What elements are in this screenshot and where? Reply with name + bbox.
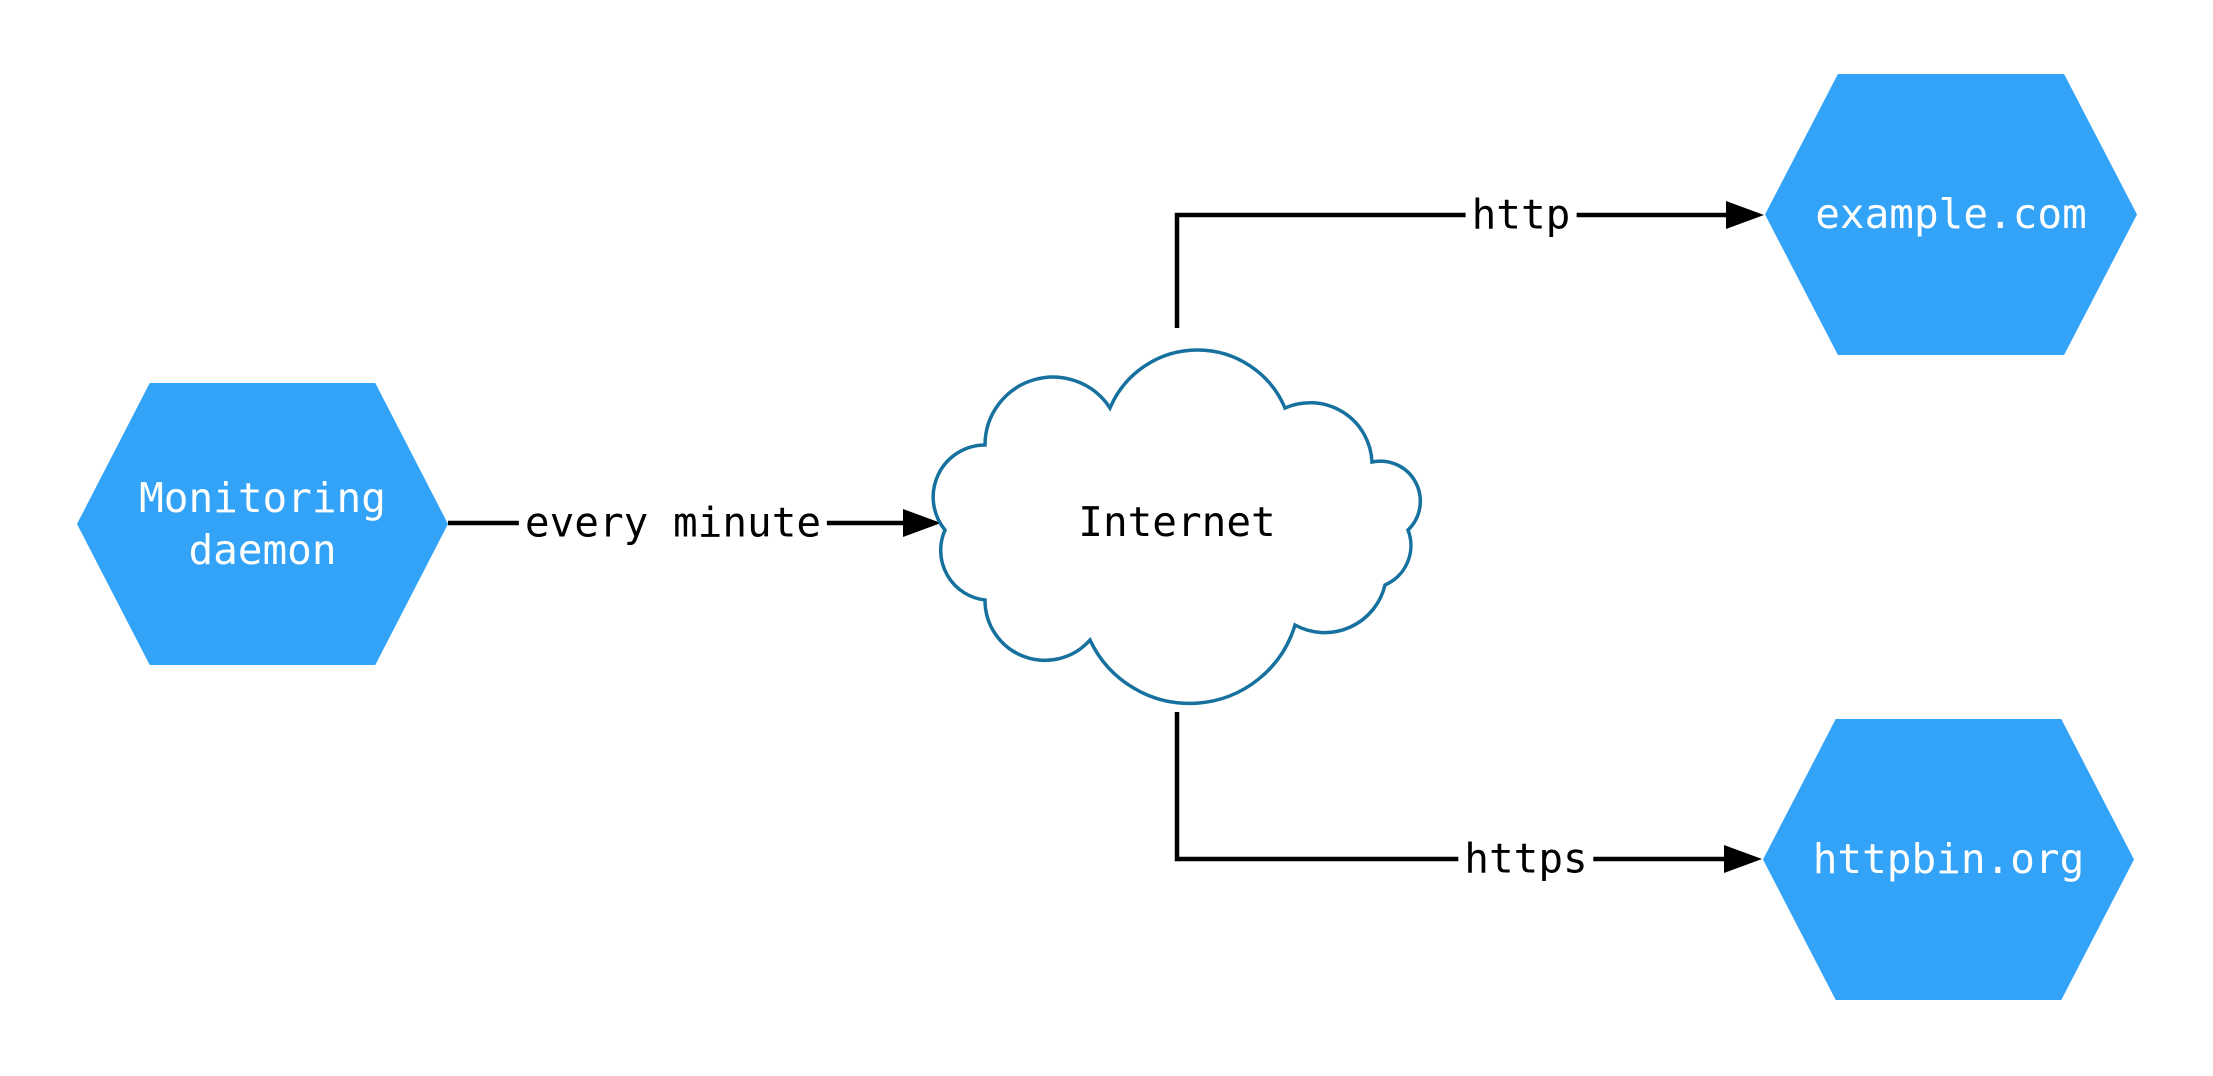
node-example-com: example.com — [1765, 74, 2137, 355]
edge-every-minute-arrowhead-icon — [903, 509, 941, 537]
node-httpbin-org-label: httpbin.org — [1812, 835, 2085, 884]
node-example-com-label: example.com — [1815, 190, 2087, 239]
node-httpbin-org: httpbin.org — [1763, 719, 2134, 1000]
edge-https-arrowhead-icon — [1724, 845, 1762, 873]
internet-cloud-shape — [931, 348, 1423, 706]
edge-http-arrowhead-icon — [1726, 201, 1764, 229]
edge-label-every-minute: every minute — [518, 500, 828, 546]
edge-https-line — [1174, 712, 1727, 862]
edge-http-line — [1174, 212, 1729, 328]
node-monitoring-daemon-label: Monitoring daemon — [139, 473, 386, 574]
edge-label-https: https — [1458, 836, 1594, 882]
node-monitoring-daemon: Monitoring daemon — [77, 383, 448, 665]
edge-label-http: http — [1465, 192, 1577, 238]
node-internet-label: Internet — [1078, 498, 1276, 546]
